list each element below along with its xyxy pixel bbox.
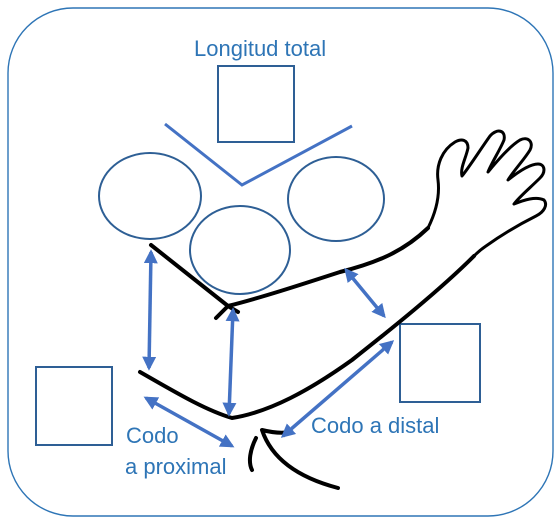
elbow-to-proximal-label-line2: a proximal [125, 454, 226, 479]
elbow-notch [214, 304, 240, 320]
measure-arrow-distal-upper [344, 267, 386, 319]
v-chevron [164, 122, 353, 187]
outer-frame [7, 7, 554, 517]
distal-box [399, 323, 481, 403]
total-length-label: Longitud total [194, 36, 326, 61]
measure-arrow-elbow-to-proximal [143, 396, 235, 448]
circle-left [98, 152, 202, 240]
elbow-to-distal-label: Codo a distal [311, 413, 439, 438]
forearm-tail-join [247, 436, 258, 472]
measure-arrow-elbow-vertical [222, 307, 240, 417]
arm-lower-outline [138, 254, 476, 420]
arm-upper-outline [149, 226, 430, 308]
hand-outline [426, 129, 548, 258]
proximal-box [35, 366, 113, 446]
circle-middle [189, 205, 291, 295]
forearm-tail [260, 428, 340, 490]
circle-right [287, 156, 385, 242]
total-length-box [217, 65, 295, 143]
measure-arrow-proximal-vertical [142, 249, 158, 371]
measure-arrow-elbow-to-distal [280, 340, 395, 438]
elbow-to-proximal-label-line1: Codo [126, 423, 179, 448]
